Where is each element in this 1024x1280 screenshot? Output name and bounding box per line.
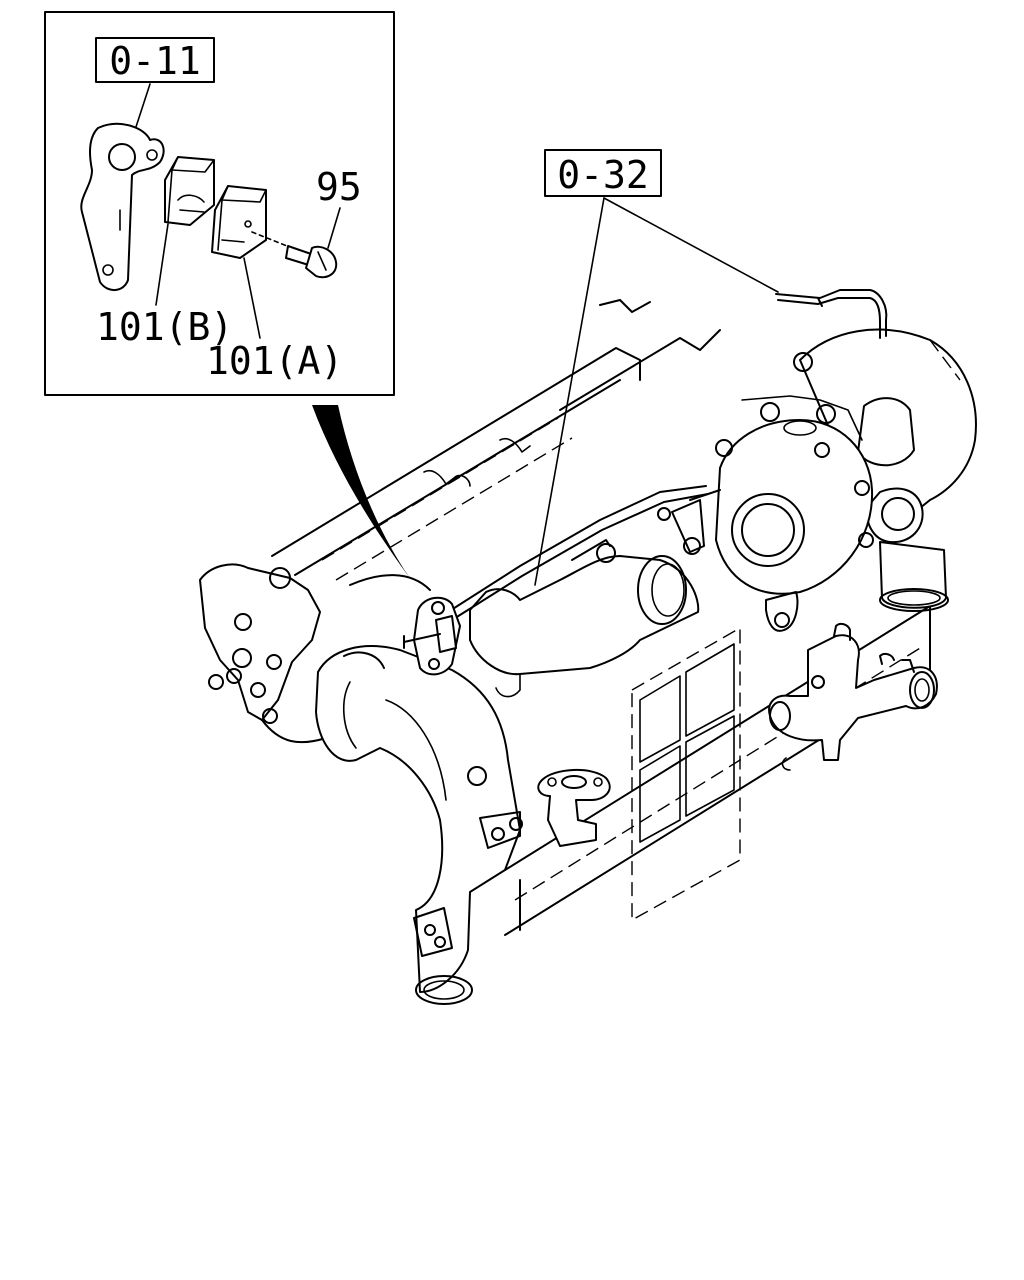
exhaust-pipe [315, 645, 523, 1005]
ref-label-0-11: 0-11 [109, 39, 201, 83]
block-panel [631, 626, 741, 922]
turbocharger [657, 328, 977, 632]
leader-0-11 [133, 83, 151, 134]
ref-box-0-11[interactable]: 0-11 [95, 37, 215, 83]
water-pipe-right [768, 622, 938, 771]
detail-inset: 0-11 [44, 11, 395, 396]
oil-tube [775, 289, 888, 339]
leader-0-32-pipe [534, 197, 605, 586]
bracket-plate [80, 123, 165, 291]
part-label-95: 95 [316, 165, 362, 209]
elbow-pipe [469, 539, 700, 698]
clip-101a [211, 185, 267, 259]
leader-95 [327, 207, 341, 249]
ref-label-0-32: 0-32 [557, 153, 649, 197]
engine-assembly [199, 289, 977, 1005]
leader-0-32-tube [603, 197, 779, 293]
clip-101b [164, 156, 215, 226]
leader-101b [155, 223, 169, 306]
clip-location [403, 596, 461, 676]
leader-101a [243, 257, 261, 339]
small-flange [537, 768, 611, 847]
part-label-101b: 101(B) [96, 305, 233, 349]
bolt-95 [251, 231, 338, 279]
part-label-101a: 101(A) [206, 339, 343, 383]
inset-frame [44, 11, 395, 396]
ref-box-0-32[interactable]: 0-32 [544, 149, 662, 197]
